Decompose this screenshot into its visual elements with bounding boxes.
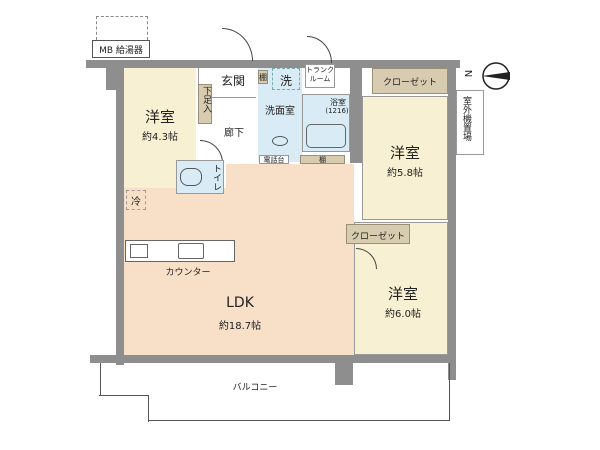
left-wall (116, 60, 124, 365)
stove-icon (130, 244, 148, 258)
shelf-1 (258, 70, 268, 84)
trunk-door-icon (307, 36, 332, 63)
bottom-wall (90, 355, 456, 363)
sink-icon (272, 136, 288, 146)
ldk (124, 188, 354, 355)
bathroom-label: 浴室 (330, 98, 346, 107)
toilet (176, 160, 224, 194)
laundry-label: 洗 (279, 74, 292, 88)
laundry-space (272, 68, 300, 90)
entrance-label: 玄関 (220, 74, 245, 88)
shelf-2-label: 棚 (319, 156, 326, 164)
western-room-1-name: 洋室 (144, 108, 175, 126)
western-room-3 (354, 222, 448, 355)
western-room-2-size: 約5.8帖 (387, 168, 423, 179)
compass-north-label: N (464, 69, 476, 78)
shelf-2 (300, 155, 345, 164)
right-top-wall (340, 60, 460, 68)
shoe-storage (198, 84, 212, 124)
toilet-label: トイレ (211, 164, 221, 191)
mb-door-icon (96, 16, 148, 40)
western-room-3-size: 約6.0帖 (385, 309, 421, 320)
shelf-1-label: 棚 (259, 73, 267, 82)
phone-stand (259, 155, 289, 164)
trunk-room-label: トランクルーム (306, 66, 334, 83)
bathtub-icon (306, 124, 346, 148)
outdoor-unit-space (456, 90, 484, 155)
western-room-1-size: 約4.3帖 (142, 132, 178, 143)
western-room-2-name: 洋室 (389, 144, 420, 162)
balcony (100, 363, 450, 421)
center-column (335, 355, 353, 385)
western-room-3-name: 洋室 (387, 285, 418, 303)
balcony-label: バルコニー (232, 383, 278, 393)
entrance (198, 68, 256, 98)
entrance-door-icon (222, 28, 253, 61)
bathroom (302, 94, 350, 152)
closet-2 (346, 224, 410, 244)
kitchen-counter (125, 240, 235, 262)
fridge-space (126, 190, 146, 210)
ldk-name: LDK (226, 295, 254, 311)
phone-stand-label: 電話台 (263, 156, 285, 164)
toilet-icon (180, 168, 202, 186)
ldk-upper (226, 164, 354, 190)
closet-1 (372, 68, 448, 94)
hallway-label: 廊下 (224, 128, 244, 139)
western-room-2 (362, 96, 448, 220)
closet-2-label: クローゼット (350, 232, 405, 242)
counter-label: カウンター (165, 268, 211, 278)
inner-wall-bath (350, 68, 362, 163)
compass-icon (482, 62, 510, 90)
closet-1-label: クローゼット (382, 78, 437, 88)
kitchen-sink-icon (178, 243, 204, 259)
trunk-room (305, 64, 335, 88)
outdoor-unit-label: 室外機置場 (461, 96, 471, 141)
ldk-size: 約18.7帖 (218, 321, 262, 332)
washroom-label: 洗面室 (265, 106, 295, 117)
balcony-notch (99, 395, 149, 422)
bathroom-size: (1216) (325, 107, 349, 115)
fridge-label: 冷 (131, 197, 141, 208)
top-wall (86, 60, 356, 68)
right-wall (448, 60, 456, 380)
mb-label: MB 給湯器 (99, 46, 143, 56)
shoe-storage-label: 下足入 (201, 86, 211, 113)
mb-heater-box (92, 40, 150, 58)
